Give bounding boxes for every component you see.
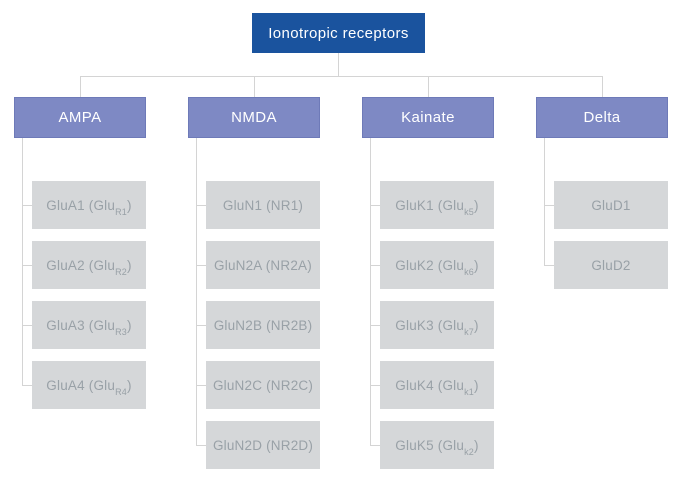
subunit-node-glua3: GluA3 (GluR3) [32,301,146,349]
subunit-node-glun2b: GluN2B (NR2B) [206,301,320,349]
connector-spine-kainate [370,138,371,445]
connector-stub [22,205,32,206]
connector-spine-ampa [22,138,23,385]
subunit-node-glud2: GluD2 [554,241,668,289]
root-node-label: Ionotropic receptors [268,24,409,42]
connector-stub [196,385,206,386]
connector-stub [196,445,206,446]
category-node-ampa: AMPA [14,97,146,138]
subunit-label: GluN1 (NR1) [222,197,304,213]
subunit-label: GluN2B (NR2B) [213,317,313,333]
connector-stub [196,265,206,266]
subunit-node-gluk1: GluK1 (Gluk5) [380,181,494,229]
subunit-label: GluK4 (Gluk1) [395,377,479,398]
subunit-node-gluk5: GluK5 (Gluk2) [380,421,494,469]
connector-root-stem [338,53,339,76]
subunit-label: GluN2D (NR2D) [212,437,314,453]
category-label: Delta [583,109,621,126]
subunit-label: GluK5 (Gluk2) [395,437,479,458]
subunit-node-glud1: GluD1 [554,181,668,229]
subunit-label: GluA4 (GluR4) [46,377,132,398]
subunit-node-glun2a: GluN2A (NR2A) [206,241,320,289]
connector-spine-delta [544,138,545,265]
connector-stub [544,205,554,206]
subunit-node-glua2: GluA2 (GluR2) [32,241,146,289]
subunit-label: GluA1 (GluR1) [46,197,132,218]
connector-stub [370,265,380,266]
category-label: AMPA [58,109,102,126]
connector-drop-delta [602,76,603,97]
connector-stub [544,265,554,266]
connector-stub [22,385,32,386]
category-label: NMDA [231,109,277,126]
connector-stub [370,385,380,386]
subunit-label: GluN2A (NR2A) [214,257,312,273]
connector-stub [22,325,32,326]
category-label: Kainate [401,109,455,126]
connector-stub [370,205,380,206]
connector-drop-ampa [80,76,81,97]
category-node-delta: Delta [536,97,668,138]
subunit-label: GluK3 (Gluk7) [395,317,479,338]
connector-rail [80,76,602,77]
connector-drop-kainate [428,76,429,97]
subunit-label: GluA2 (GluR2) [46,257,132,278]
subunit-label: GluK1 (Gluk5) [395,197,479,218]
connector-drop-nmda [254,76,255,97]
subunit-node-gluk3: GluK3 (Gluk7) [380,301,494,349]
subunit-label: GluA3 (GluR3) [46,317,132,338]
subunit-label: GluD1 [591,197,631,213]
subunit-node-glua4: GluA4 (GluR4) [32,361,146,409]
connector-stub [22,265,32,266]
subunit-label: GluN2C (NR2C) [212,377,314,393]
connector-stub [370,325,380,326]
connector-spine-nmda [196,138,197,445]
subunit-node-gluk4: GluK4 (Gluk1) [380,361,494,409]
subunit-node-gluk2: GluK2 (Gluk6) [380,241,494,289]
subunit-node-glun2c: GluN2C (NR2C) [206,361,320,409]
subunit-label: GluD2 [591,257,631,273]
category-node-nmda: NMDA [188,97,320,138]
subunit-node-glun1: GluN1 (NR1) [206,181,320,229]
subunit-node-glua1: GluA1 (GluR1) [32,181,146,229]
connector-stub [196,325,206,326]
category-node-kainate: Kainate [362,97,494,138]
connector-stub [196,205,206,206]
connector-stub [370,445,380,446]
subunit-node-glun2d: GluN2D (NR2D) [206,421,320,469]
subunit-label: GluK2 (Gluk6) [395,257,479,278]
root-node-ionotropic-receptors: Ionotropic receptors [252,13,425,53]
